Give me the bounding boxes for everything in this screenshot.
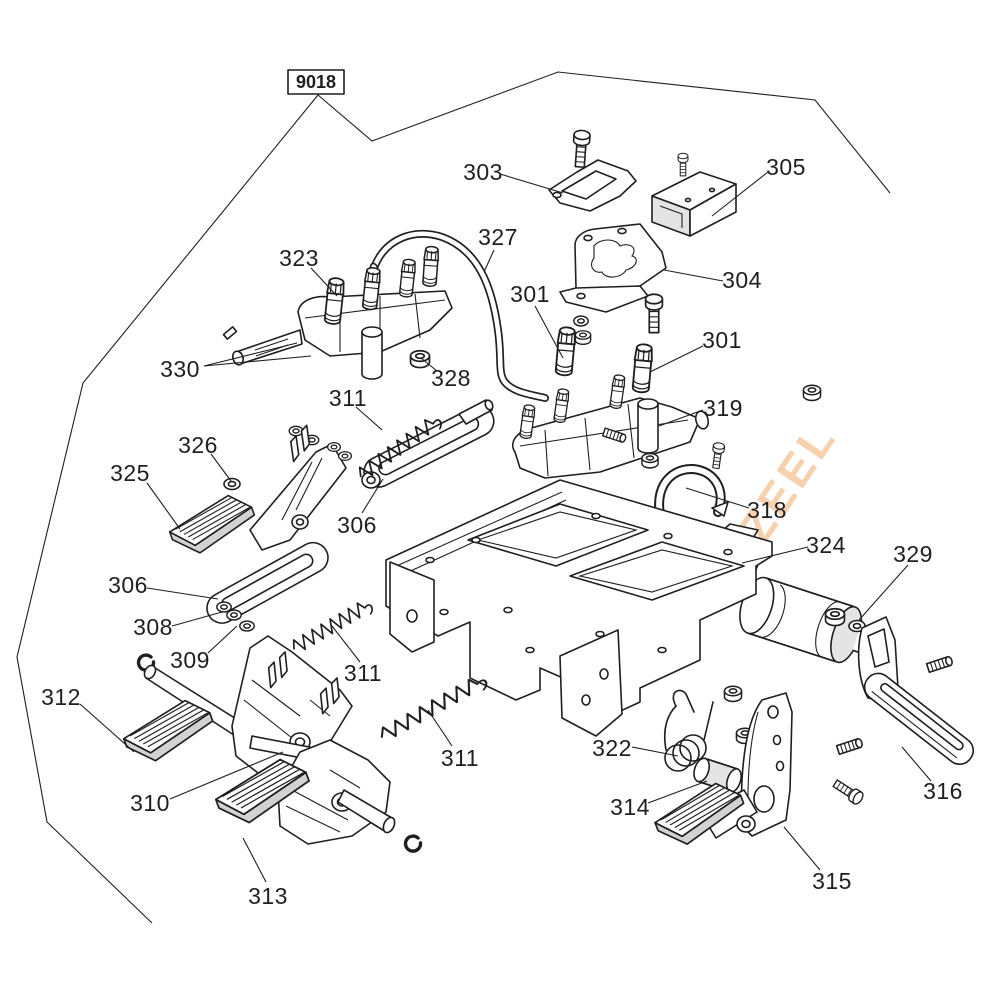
part-304-drawing [559, 223, 667, 346]
part-305-drawing [651, 152, 737, 237]
part-314-drawing [693, 757, 742, 793]
leader-line-311 [331, 625, 361, 663]
parts-drawings [119, 129, 975, 853]
part-306-lower-link-drawing [206, 541, 329, 632]
leader-line-319 [658, 409, 704, 427]
leader-line-311 [427, 709, 453, 747]
leader-line-301 [649, 345, 704, 373]
part-label-319: 319 [703, 395, 743, 421]
leader-line-315 [783, 826, 821, 871]
zone-border [16, 71, 891, 924]
leader-line-328 [420, 357, 438, 372]
leader-line-310 [169, 751, 284, 800]
leader-line-308 [171, 611, 223, 627]
leader-line-303 [499, 173, 564, 194]
part-label-330: 330 [160, 356, 200, 382]
part-313-drawing [211, 739, 423, 853]
part-label-311: 311 [329, 385, 367, 411]
part-323-manifold-drawing [222, 245, 453, 380]
part-labels: 303 305 327 304 301 301 323 330 328 311 319 326 325 3… [41, 154, 963, 909]
leader-line-329 [858, 564, 909, 621]
part-306-upper-link-drawing [361, 399, 495, 489]
part-label-301: 301 [702, 327, 742, 353]
part-303-drawing [548, 129, 637, 212]
part-label-306: 306 [108, 572, 148, 598]
part-label-309: 309 [170, 647, 210, 673]
part-label-324: 324 [806, 532, 846, 558]
part-label-323: 323 [279, 245, 319, 271]
part-cylinder-drawing [739, 576, 876, 664]
part-label-313: 313 [248, 883, 288, 909]
part-label-311: 311 [344, 660, 382, 686]
zone-border-line [317, 71, 891, 194]
part-label-329: 329 [893, 541, 933, 567]
part-label-316: 316 [923, 778, 963, 804]
part-label-326: 326 [178, 432, 218, 458]
part-label-305: 305 [766, 154, 806, 180]
part-label-304: 304 [722, 267, 762, 293]
variant-box-frame [287, 69, 345, 95]
part-label-303: 303 [463, 159, 503, 185]
leader-line-327 [483, 249, 495, 273]
part-label-318: 318 [747, 497, 787, 523]
part-label-312: 312 [41, 684, 81, 710]
part-label-306: 306 [337, 512, 377, 538]
leader-line-301 [534, 305, 564, 359]
part-319-manifold-drawing [511, 325, 822, 479]
leader-line-314 [647, 780, 708, 804]
zone-border-line [16, 94, 319, 924]
leader-line-313 [242, 837, 267, 883]
part-base-plate-drawing [385, 479, 773, 737]
leader-line-318 [685, 487, 750, 509]
leader-line-306 [361, 478, 384, 514]
part-315-drawing [650, 685, 793, 849]
leader-line-311 [355, 406, 383, 431]
part-label-325: 325 [110, 460, 150, 486]
leader-line-322 [631, 746, 679, 757]
leader-line-306 [146, 587, 219, 600]
leader-line-324 [741, 546, 809, 564]
part-318-drawing [654, 441, 729, 533]
part-label-322: 322 [592, 735, 632, 761]
part-311-lower-spring-drawing [376, 671, 490, 746]
leader-line-312 [79, 703, 135, 753]
leader-line-323 [310, 267, 338, 297]
leader-line-325 [146, 482, 181, 530]
leader-line-316 [901, 746, 932, 782]
part-label-314: 314 [610, 794, 650, 820]
variant-code-text: 9018 [296, 72, 336, 92]
part-label-310: 310 [130, 790, 170, 816]
leader-line-326 [210, 453, 232, 482]
part-label-308: 308 [133, 614, 173, 640]
part-label-301: 301 [510, 281, 550, 307]
leader-line-330 [203, 342, 298, 367]
part-322-drawing [663, 689, 714, 772]
leader-line-330 [203, 355, 312, 367]
leader-line-305 [711, 171, 769, 217]
part-316-drawing [830, 655, 975, 807]
leader-line-309 [207, 625, 238, 654]
leader-line-304 [663, 269, 724, 282]
part-label-327: 327 [478, 224, 518, 250]
part-label-315: 315 [812, 868, 852, 894]
part-label-311: 311 [441, 745, 479, 771]
variant-code-box: 9018 [287, 69, 345, 95]
part-label-328: 328 [431, 365, 471, 391]
